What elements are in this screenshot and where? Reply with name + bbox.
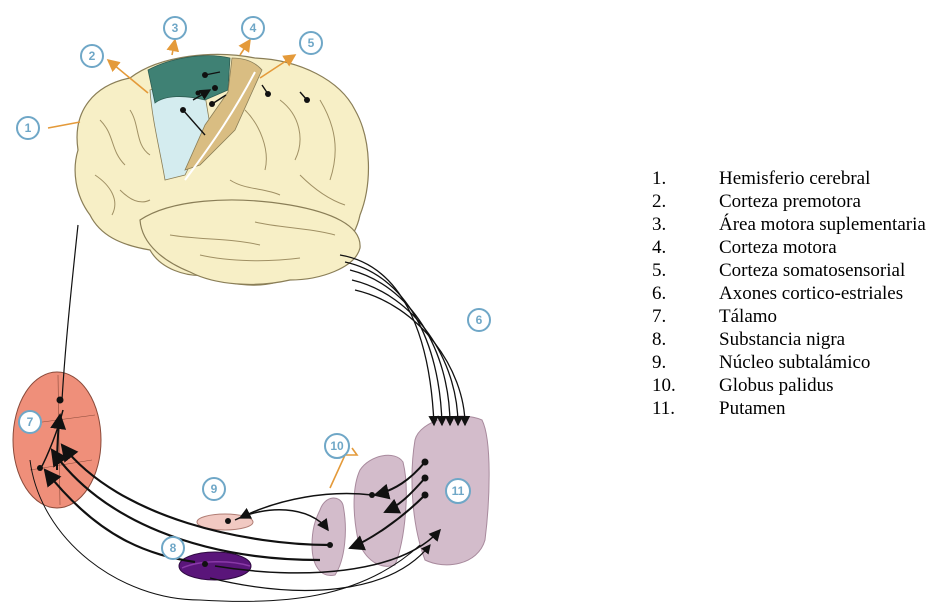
svg-text:7: 7: [27, 415, 34, 429]
legend-label: Núcleo subtalámico: [719, 351, 937, 374]
legend-label: Hemisferio cerebral: [719, 167, 937, 190]
legend-item: 10. Globus palidus: [652, 374, 937, 397]
legend-item: 1. Hemisferio cerebral: [652, 167, 937, 190]
badge-5: 5: [300, 32, 322, 54]
svg-text:8: 8: [170, 541, 177, 555]
legend-label: Tálamo: [719, 305, 937, 328]
badge-9: 9: [203, 478, 225, 500]
legend-number: 11.: [652, 397, 719, 420]
legend-label: Corteza motora: [719, 236, 937, 259]
legend-number: 1.: [652, 167, 719, 190]
badge-3: 3: [164, 17, 186, 39]
legend-number: 6.: [652, 282, 719, 305]
svg-text:9: 9: [211, 482, 218, 496]
badge-7: 7: [19, 411, 41, 433]
legend-number: 7.: [652, 305, 719, 328]
badge-11: 11: [446, 479, 470, 503]
legend-label: Axones cortico-estriales: [719, 282, 937, 305]
legend-item: 9. Núcleo subtalámico: [652, 351, 937, 374]
svg-text:3: 3: [172, 21, 179, 35]
badge-1: 1: [17, 117, 39, 139]
legend-number: 8.: [652, 328, 719, 351]
legend-label: Corteza somatosensorial: [719, 259, 937, 282]
legend-label: Putamen: [719, 397, 937, 420]
legend-label: Corteza premotora: [719, 190, 937, 213]
badge-10: 10: [325, 434, 349, 458]
legend-label: Área motora suplementaria: [719, 213, 937, 236]
badge-6: 6: [468, 309, 490, 331]
globus-pallidus: [312, 455, 406, 575]
legend-item: 11. Putamen: [652, 397, 937, 420]
svg-text:11: 11: [452, 484, 465, 498]
legend-label: Globus palidus: [719, 374, 937, 397]
svg-text:10: 10: [330, 439, 344, 453]
legend-item: 4. Corteza motora: [652, 236, 937, 259]
svg-text:5: 5: [308, 36, 315, 50]
legend-item: 3. Área motora suplementaria: [652, 213, 937, 236]
cerebral-hemisphere: [75, 54, 368, 285]
svg-text:4: 4: [250, 21, 257, 35]
legend-item: 8. Substancia nigra: [652, 328, 937, 351]
legend-item: 2. Corteza premotora: [652, 190, 937, 213]
legend-item: 5. Corteza somatosensorial: [652, 259, 937, 282]
svg-text:6: 6: [476, 313, 483, 327]
legend-item: 7. Tálamo: [652, 305, 937, 328]
legend-number: 3.: [652, 213, 719, 236]
legend-number: 2.: [652, 190, 719, 213]
svg-text:2: 2: [89, 49, 96, 63]
badge-8: 8: [162, 537, 184, 559]
svg-text:1: 1: [25, 121, 32, 135]
legend-number: 9.: [652, 351, 719, 374]
legend-number: 10.: [652, 374, 719, 397]
legend-item: 6. Axones cortico-estriales: [652, 282, 937, 305]
badge-2: 2: [81, 45, 103, 67]
legend-list: 1. Hemisferio cerebral 2. Corteza premot…: [652, 167, 937, 420]
legend-label: Substancia nigra: [719, 328, 937, 351]
legend-number: 5.: [652, 259, 719, 282]
legend-number: 4.: [652, 236, 719, 259]
badge-4: 4: [242, 17, 264, 39]
